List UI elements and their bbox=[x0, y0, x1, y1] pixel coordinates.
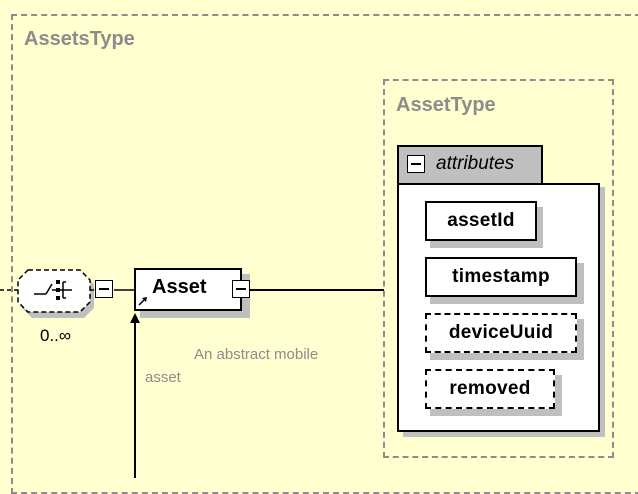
assets-type-title: AssetsType bbox=[24, 28, 135, 50]
attributes-label: attributes bbox=[436, 153, 515, 174]
substitution-arrow bbox=[130, 313, 140, 478]
sequence-compositor[interactable] bbox=[0, 262, 135, 322]
attr-assetid[interactable]: assetId bbox=[425, 201, 537, 241]
attr-removed[interactable]: removed bbox=[425, 369, 555, 409]
annotation-line-1: An abstract mobile bbox=[194, 346, 319, 363]
asset-collapse-icon[interactable] bbox=[232, 280, 250, 298]
asset-type-container bbox=[383, 79, 614, 458]
attr-timestamp[interactable]: timestamp bbox=[425, 257, 577, 297]
asset-to-type-connector bbox=[250, 289, 384, 291]
sequence-collapse-icon[interactable] bbox=[95, 280, 113, 298]
attr-deviceuuid[interactable]: deviceUuid bbox=[425, 313, 577, 353]
sequence-cardinality: 0..∞ bbox=[40, 326, 72, 345]
asset-element[interactable] bbox=[134, 268, 242, 311]
asset-element-name: Asset bbox=[152, 276, 207, 298]
attributes-collapse-icon[interactable] bbox=[407, 155, 425, 173]
abstract-marker-icon bbox=[138, 297, 147, 306]
asset-type-title: AssetType bbox=[396, 94, 496, 116]
annotation-line-2: asset bbox=[145, 369, 181, 386]
